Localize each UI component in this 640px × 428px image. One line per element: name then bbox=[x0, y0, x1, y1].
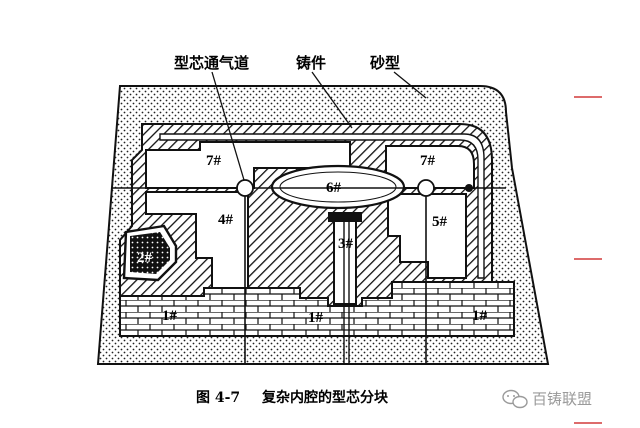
core-1 bbox=[119, 281, 515, 337]
core-7-left-label: 7# bbox=[206, 153, 222, 169]
label-vent: 型芯通气道 bbox=[174, 54, 249, 72]
core-6 bbox=[270, 164, 406, 210]
label-casting: 铸件 bbox=[296, 54, 326, 72]
leader-vent bbox=[211, 71, 245, 181]
core-3 bbox=[333, 217, 357, 305]
core-4 bbox=[145, 191, 249, 289]
core-6-label: 6# bbox=[326, 180, 342, 196]
core-5-label: 5# bbox=[432, 214, 448, 230]
caption-figure-number: 图 4-7 bbox=[196, 390, 240, 406]
core-3-cap bbox=[328, 212, 362, 222]
watermark-text: 百铸联盟 bbox=[532, 390, 592, 408]
core-3-label: 3# bbox=[338, 236, 354, 252]
label-sand-mold: 砂型 bbox=[370, 54, 400, 72]
leader-sand-mold bbox=[393, 71, 427, 99]
vent-junction-left bbox=[236, 179, 254, 197]
core-4-label: 4# bbox=[218, 212, 234, 228]
wechat-icon bbox=[502, 389, 528, 409]
vent-junction-right bbox=[417, 179, 435, 197]
leader-casting bbox=[311, 71, 353, 129]
core-6-inner-outline bbox=[279, 171, 397, 203]
core-7-right-label: 7# bbox=[420, 153, 436, 169]
casting-inner-channel bbox=[159, 133, 485, 279]
core-1-left-label: 1# bbox=[162, 308, 178, 324]
core-5 bbox=[387, 193, 467, 279]
core-2 bbox=[130, 232, 170, 274]
core-1-right-label: 1# bbox=[472, 308, 488, 324]
vent-exit-dot bbox=[465, 184, 473, 192]
core-2-label: 2# bbox=[137, 250, 153, 266]
caption-title: 复杂内腔的型芯分块 bbox=[261, 389, 389, 406]
core-7-right bbox=[385, 145, 475, 189]
core-1-mid-label: 1# bbox=[308, 310, 324, 326]
